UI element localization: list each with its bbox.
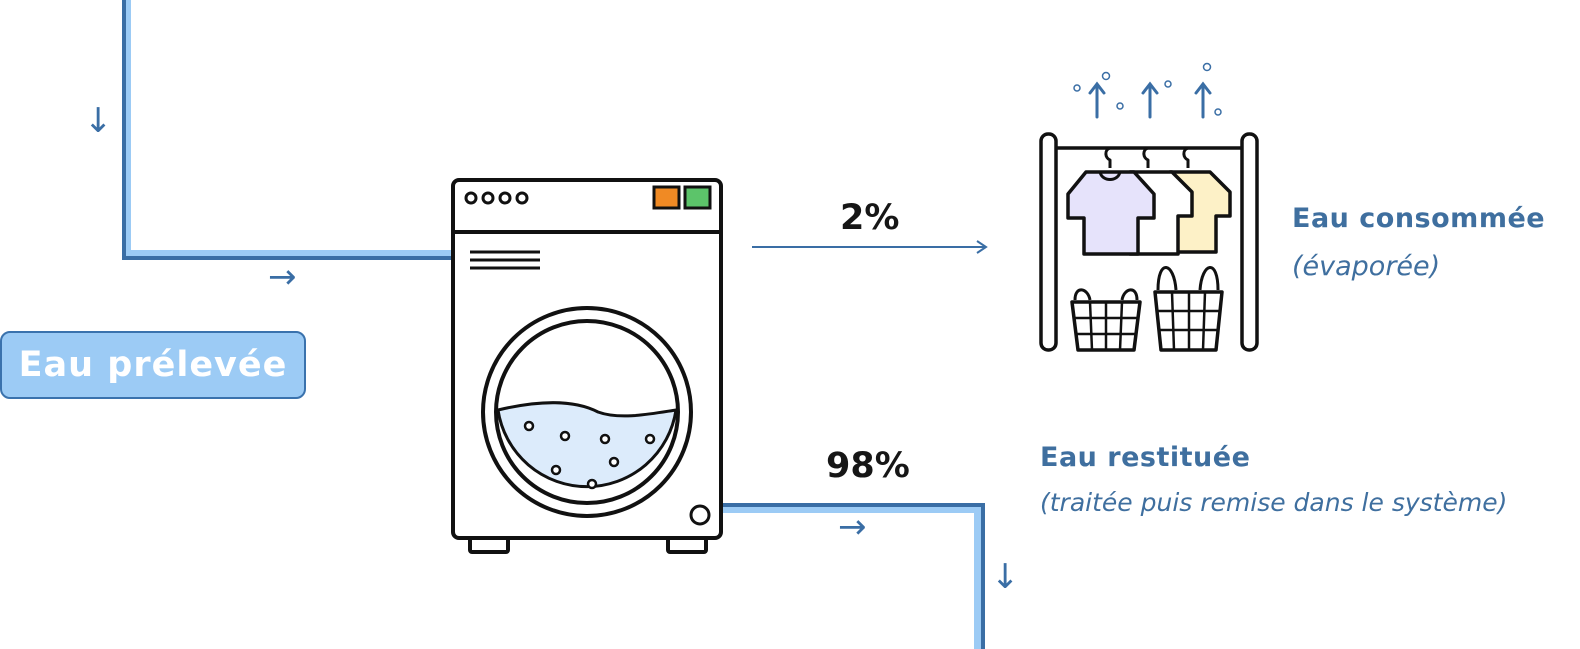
returned-percent: 98% [826, 446, 910, 486]
steam-arrows-icon [1073, 62, 1222, 119]
withdrawn-water-badge: Eau prélevée [0, 331, 306, 399]
arrow-down-icon: ↓ [84, 101, 113, 141]
evaporation-flow-arrow [752, 240, 988, 254]
arrow-down-icon: ↓ [991, 557, 1020, 597]
intake-pipe [122, 0, 452, 260]
consumed-water-title: Eau consommée [1292, 203, 1546, 234]
returned-water-note: (traitée puis remise dans le système) [1040, 488, 1508, 517]
consumed-percent: 2% [840, 198, 900, 238]
consumed-water-note: (évaporée) [1292, 251, 1441, 282]
arrow-right-icon: → [268, 257, 297, 297]
clothes-rack-icon [1039, 132, 1259, 352]
arrow-right-icon: → [838, 507, 867, 547]
washing-machine-icon [451, 178, 723, 554]
return-pipe [722, 503, 985, 649]
returned-water-title: Eau restituée [1040, 442, 1251, 473]
